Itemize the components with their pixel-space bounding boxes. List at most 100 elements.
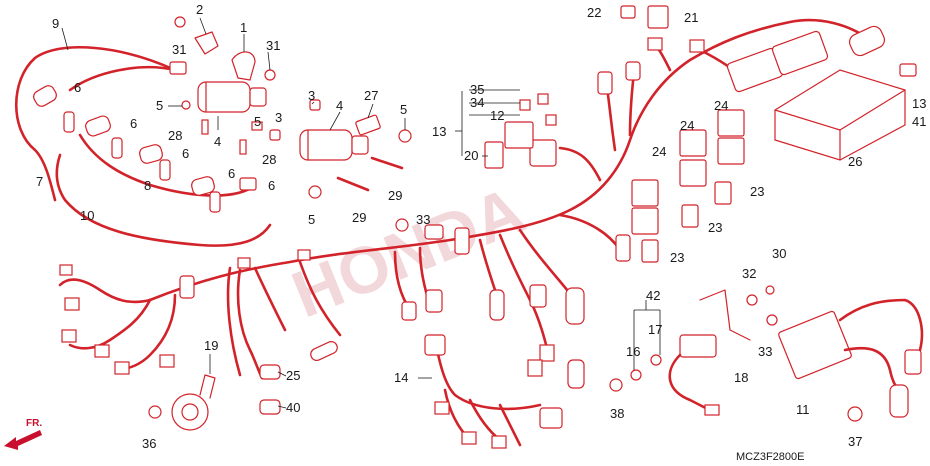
callout-28: 28: [262, 152, 276, 167]
callout-38: 35: [470, 82, 484, 97]
regulator-wire: [843, 346, 900, 392]
plug-cap-1: [33, 85, 75, 133]
relay: [631, 207, 659, 235]
harness-branch: [226, 266, 242, 377]
callout-23: 23: [670, 250, 684, 265]
ignition-coil-upper: [197, 81, 267, 113]
diagram-code: MCZ3F2800E: [736, 451, 804, 463]
bolt: [239, 139, 247, 155]
connector: [401, 301, 417, 321]
callout-labels: 9 2 31 1 31 6 6 6 6 5 28 4 5 3 28 3 4 27…: [36, 2, 926, 463]
bolt: [766, 314, 778, 326]
connector: [64, 297, 80, 311]
fr-arrow-icon: [4, 430, 42, 450]
clamp: [259, 399, 281, 415]
plug-cap-2: [85, 115, 123, 159]
collar: [847, 406, 863, 422]
grommet: [179, 275, 195, 299]
connector: [704, 404, 720, 416]
coil-bracket: [231, 51, 256, 81]
connector: [529, 284, 547, 308]
connector: [647, 37, 663, 51]
unit-wire: [668, 353, 712, 412]
collar: [308, 185, 322, 199]
fuse: [545, 114, 557, 126]
connector: [889, 384, 909, 418]
callout-6: 6: [182, 146, 189, 161]
callout-23: 23: [750, 184, 764, 199]
bolt: [395, 218, 409, 232]
callout-23: 23: [708, 220, 722, 235]
callout-31: 38: [610, 406, 624, 421]
nut: [181, 100, 191, 110]
callout-19: 19: [204, 338, 218, 353]
callout-36: 33: [758, 344, 772, 359]
ecu-body: [774, 69, 906, 161]
bolt: [174, 16, 186, 28]
unit-bracket: [699, 289, 751, 341]
collar: [269, 129, 281, 141]
fuse: [537, 93, 549, 105]
ignition-section: [15, 16, 412, 247]
connector: [297, 249, 311, 261]
relay: [679, 159, 707, 187]
callout-4: 4: [214, 134, 221, 149]
ecu: [774, 63, 917, 161]
bolt: [148, 405, 162, 419]
sub-harness-wire: [498, 403, 522, 447]
wire-terminal: [169, 61, 187, 75]
bolt: [650, 354, 662, 366]
sub-harness-wire: [433, 338, 542, 411]
plug-wire-8: [78, 133, 257, 197]
regulator-wire: [838, 298, 924, 352]
relay-holder: [504, 121, 534, 149]
callout-29: 29: [352, 210, 366, 225]
connector-block: [529, 139, 557, 167]
harness-branch: [628, 70, 636, 137]
callout-11: 11: [796, 402, 810, 417]
callout-41: 41: [912, 114, 926, 129]
harness-end-cap: [848, 25, 886, 57]
callout-8: 8: [144, 178, 151, 193]
callout-6: 6: [130, 116, 137, 131]
callout-18: 18: [734, 370, 748, 385]
plug-wire-7: [15, 45, 177, 202]
callout-34: 31: [266, 38, 280, 53]
callout-13: 13: [432, 124, 446, 139]
callout-14: 14: [394, 370, 408, 385]
clamp: [424, 224, 444, 240]
connector: [597, 71, 613, 95]
leader-lines: [61, 17, 661, 409]
bolt: [201, 119, 209, 135]
relay-small: [681, 204, 699, 228]
connector: [159, 354, 175, 368]
callout-24: 24: [652, 144, 666, 159]
callout-22: 22: [587, 5, 601, 20]
connector: [59, 264, 73, 276]
callout-3: 3: [308, 88, 315, 103]
callout-5: 5: [254, 114, 261, 129]
callout-1: 1: [240, 20, 247, 35]
connector: [454, 227, 470, 255]
regulator-section: [609, 285, 924, 422]
callout-26: 25: [286, 368, 300, 383]
relay-top: [647, 5, 669, 29]
harness-branch: [478, 238, 497, 292]
connector-cap: [620, 5, 636, 19]
horn-section: [148, 341, 338, 431]
fuse-box-cover: [484, 141, 504, 169]
fr-label: FR.: [26, 418, 42, 429]
harness-branch: [298, 260, 342, 337]
connector: [425, 289, 443, 313]
callout-3: 3: [275, 110, 282, 125]
connector: [615, 234, 631, 262]
callout-27: 27: [364, 88, 378, 103]
callout-30: 30: [772, 246, 786, 261]
connector: [625, 61, 641, 81]
clamp: [355, 114, 381, 136]
connector: [424, 334, 446, 356]
sensor-connector: [565, 287, 585, 325]
connector: [527, 359, 543, 377]
connector: [539, 407, 563, 429]
